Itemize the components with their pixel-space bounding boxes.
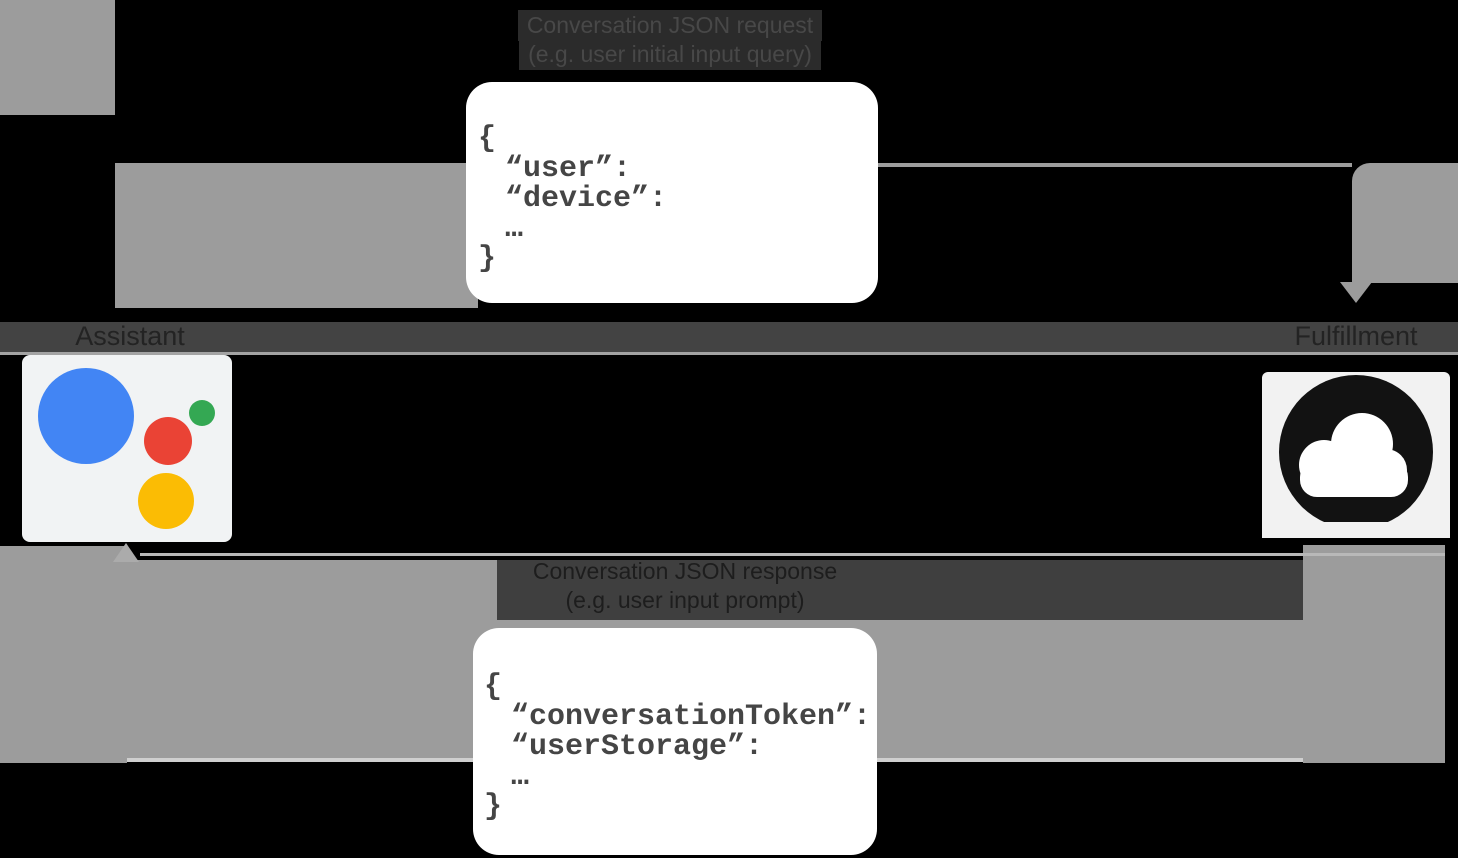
request-label-line1: Conversation JSON request xyxy=(517,10,823,41)
request-arrowhead xyxy=(1340,282,1372,303)
response-arrow-top-edge xyxy=(140,553,1445,556)
code-line: “user”: xyxy=(505,152,632,186)
assistant-label: Assistant xyxy=(75,321,185,351)
fulfillment-label: Fulfillment xyxy=(1294,321,1418,351)
code-line: “userStorage”: xyxy=(511,730,764,764)
response-label-line2: (e.g. user input prompt) xyxy=(565,587,805,613)
response-code-box: { “conversationToken”: “userStorage”: … … xyxy=(473,628,877,855)
response-label-line1: Conversation JSON response xyxy=(532,558,838,584)
assistant-yellow-circle xyxy=(138,473,194,529)
request-arrow-tail xyxy=(0,0,115,115)
request-label-line2: (e.g. user initial input query) xyxy=(519,39,821,70)
code-line: “conversationToken”: xyxy=(511,700,872,734)
code-line: } xyxy=(478,242,497,276)
response-arrow-tail xyxy=(0,546,127,763)
assistant-green-circle xyxy=(189,400,215,426)
response-flow-label: Conversation JSON response (e.g. user in… xyxy=(435,556,935,614)
request-arrow-shaft xyxy=(115,163,478,308)
assistant-red-circle xyxy=(144,417,192,465)
request-arrow-line xyxy=(478,163,1352,167)
code-line: “device”: xyxy=(505,182,668,216)
code-line: { xyxy=(484,670,503,704)
code-line: … xyxy=(505,212,524,246)
request-code-box: { “user”: “device”: … } xyxy=(466,82,878,303)
response-arrowhead xyxy=(113,543,139,562)
request-flow-label: Conversation JSON request (e.g. user ini… xyxy=(420,10,920,70)
code-line: … xyxy=(511,760,530,794)
request-arrow-elbow xyxy=(1352,163,1458,283)
code-line: } xyxy=(484,790,503,824)
fulfillment-endpoint-tile xyxy=(1262,372,1450,538)
assistant-blue-circle xyxy=(38,368,134,464)
response-label-backdrop xyxy=(497,560,1303,620)
assistant-endpoint-tile xyxy=(22,355,232,542)
cloud-icon xyxy=(1262,375,1450,538)
response-arrow-elbow xyxy=(1303,545,1445,763)
band-underline xyxy=(0,352,1458,355)
endpoint-label-band xyxy=(0,322,1458,352)
code-line: { xyxy=(478,122,497,156)
